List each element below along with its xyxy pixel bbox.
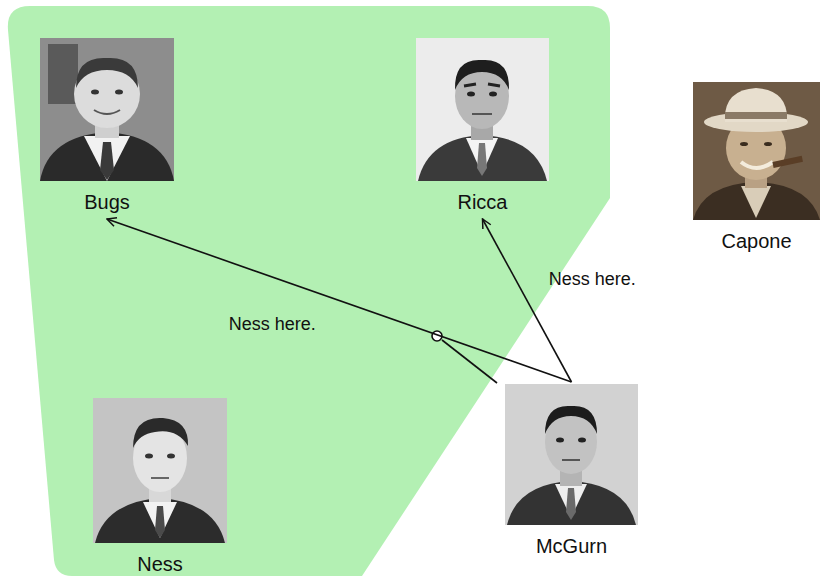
arrow-connector (107, 219, 572, 382)
person-name: Bugs (38, 190, 176, 214)
person-name: Capone (691, 229, 822, 253)
portrait-photo (505, 384, 638, 525)
person-name: McGurn (503, 534, 640, 558)
arrow-connector (483, 219, 572, 382)
person-name: Ness (91, 552, 229, 576)
portrait-node: Ricca (414, 38, 551, 214)
edge-label: Ness here. (546, 268, 639, 290)
portrait-node: Ness (91, 398, 229, 576)
portrait-node: Capone (691, 82, 822, 253)
portrait-photo (693, 82, 820, 220)
portrait-node: Bugs (38, 38, 176, 214)
portrait-photo (40, 38, 174, 181)
person-name: Ricca (414, 190, 551, 214)
portrait-photo (93, 398, 227, 543)
edge-label: Ness here. (226, 313, 319, 335)
portrait-node: McGurn (503, 384, 640, 558)
portrait-photo (416, 38, 549, 181)
